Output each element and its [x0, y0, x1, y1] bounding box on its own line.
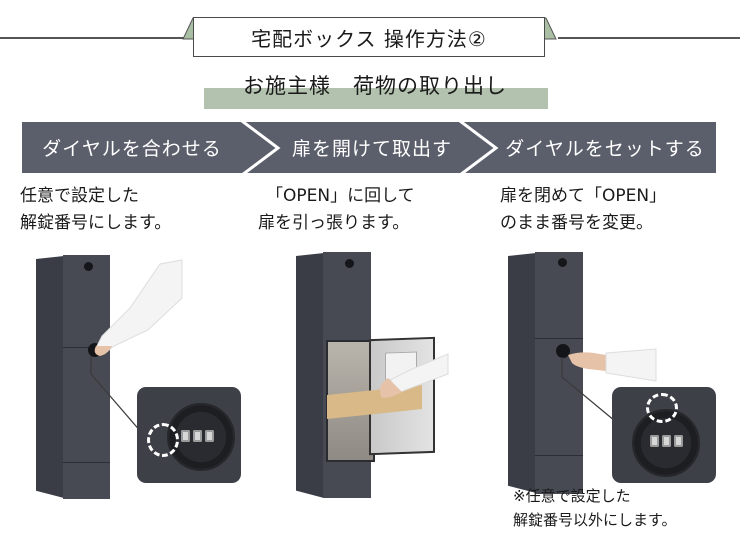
step-2-description: 「OPEN」に回して 扉を引っ張ります。: [258, 183, 415, 237]
arm-icon: [568, 348, 657, 382]
title-flap-right: [543, 17, 557, 40]
description-line: 任意で設定した: [20, 186, 139, 206]
base-seam: [535, 455, 583, 456]
chevron-arrow-icon: [237, 118, 281, 178]
highlight-dashed-circle: [147, 423, 179, 457]
box-front-panel: [535, 252, 583, 494]
leader-line: [90, 356, 149, 441]
step-3-description: 扉を閉めて「OPEN」 のまま番号を変更。: [500, 183, 666, 237]
page-title: 宅配ボックス 操作方法②: [193, 17, 545, 57]
page-title-text: 宅配ボックス 操作方法②: [251, 26, 487, 51]
step-banner: [22, 122, 716, 173]
note-line: ※任意で設定した: [513, 487, 631, 505]
top-lock-icon: [345, 259, 354, 268]
box-side-panel: [508, 253, 536, 493]
box-side-panel: [36, 256, 64, 498]
description-line: 扉を引っ張ります。: [258, 213, 410, 233]
step-1-dial-closeup: [137, 387, 241, 483]
description-line: 解錠番号にします。: [20, 213, 172, 233]
description-line: 「OPEN」に回して: [266, 186, 415, 206]
description-line: 扉を閉めて「OPEN」: [500, 186, 667, 206]
leader-line: [561, 357, 616, 422]
chevron-arrow-icon: [455, 118, 499, 178]
step-2-label: 扉を開けて取出す: [291, 138, 452, 160]
dial-digit: [662, 435, 671, 447]
top-lock-icon: [558, 258, 567, 267]
dial-digit: [674, 435, 683, 447]
dial-digit: [181, 430, 190, 442]
base-seam: [63, 462, 110, 463]
dial-knob-icon: [556, 344, 570, 358]
step-1-label: ダイヤルを合わせる: [42, 138, 222, 160]
step-3-note: ※任意で設定した 解錠番号以外にします。: [513, 484, 677, 532]
box-side-panel: [296, 253, 324, 498]
step-3-dial-closeup: [612, 387, 716, 483]
dial-digit: [650, 435, 659, 447]
note-line: 解錠番号以外にします。: [513, 511, 677, 529]
subtitle: お施主様 荷物の取り出し: [243, 74, 507, 98]
dial-digit: [193, 430, 202, 442]
door-seam: [535, 338, 583, 339]
step-1-description: 任意で設定した 解錠番号にします。: [20, 183, 171, 237]
top-lock-icon: [84, 262, 93, 271]
subtitle-highlight-bar: [204, 88, 548, 109]
step-3-label: ダイヤルをセットする: [505, 138, 705, 160]
description-line: のまま番号を変更。: [500, 213, 653, 233]
highlight-dashed-circle: [646, 393, 678, 423]
header-rule-left: [0, 37, 185, 39]
arm-icon: [94, 259, 183, 356]
arm-icon: [380, 353, 449, 398]
dial-digit: [205, 430, 214, 442]
door-seam: [63, 347, 110, 348]
header-rule-right: [558, 37, 740, 39]
box-front-panel: [63, 255, 110, 499]
